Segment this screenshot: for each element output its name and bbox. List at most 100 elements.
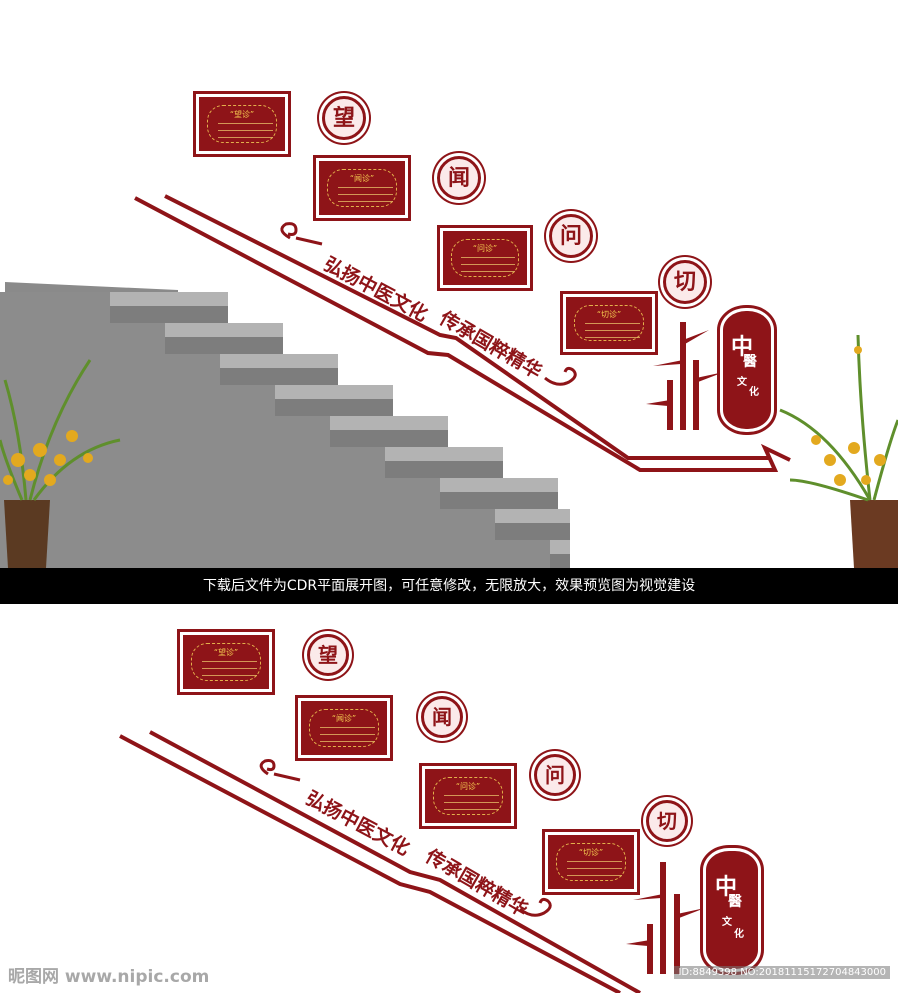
panel-title: “问诊”: [472, 244, 498, 253]
stair-riser: [165, 337, 283, 354]
handrail: [134, 194, 791, 472]
panel-wen-listen: “闻诊”: [313, 155, 411, 221]
emblem-big-char: 中: [731, 334, 754, 360]
emblem-char-2: 醫: [728, 894, 742, 910]
stair-tread: [110, 292, 228, 306]
stair-riser: [550, 554, 570, 570]
stair-riser: [385, 461, 503, 478]
flat-panel-qie: “切诊”: [542, 829, 640, 895]
stair-side: [0, 323, 165, 354]
stair-side: [0, 540, 550, 570]
stair-riser: [220, 368, 338, 385]
emblem-small-1: 文: [722, 917, 732, 928]
stair-side: [0, 354, 220, 385]
medal-wen-ask: 问: [549, 214, 593, 258]
flat-medal-wen-ask: 问: [534, 754, 576, 796]
stair-riser: [440, 492, 558, 509]
preview-scene: “望诊” “闻诊” “问诊” “切诊” 望 闻 问 切 弘扬中医文化 传承国粹精…: [0, 91, 898, 604]
tcm-emblem: 中 醫 文 化: [717, 305, 777, 435]
watermark-site: 昵图网 www.nipic.com: [8, 967, 210, 987]
stair-side: [0, 478, 440, 509]
stair-tread: [165, 323, 283, 337]
stair-side: [0, 509, 495, 540]
stair-riser: [110, 306, 228, 323]
text-line: [584, 330, 640, 331]
stair-side: [0, 385, 275, 416]
text-line: [337, 201, 393, 202]
plant-left: [0, 359, 121, 602]
panel-border: [191, 643, 261, 681]
text-line: [337, 187, 393, 188]
panel-border: [556, 843, 626, 881]
stair-side: [0, 416, 330, 447]
panel-border: [433, 777, 503, 815]
stair-riser: [330, 430, 448, 447]
panel-border: [207, 105, 277, 143]
text-line: [217, 123, 273, 124]
flat-medal-wen-listen: 闻: [421, 696, 463, 738]
stair-riser: [495, 523, 570, 540]
text-line: [337, 194, 393, 195]
emblem-small-1: 文: [737, 377, 747, 388]
medal-wen-listen: 闻: [437, 156, 481, 200]
stair-tread: [440, 478, 558, 492]
text-line: [319, 727, 375, 728]
flat-lines: [119, 730, 705, 993]
flat-medal-qie: 切: [646, 800, 688, 842]
text-line: [566, 861, 622, 862]
watermark-id: ID:8849398 NO:20181115172704843000: [674, 966, 890, 979]
flat-panel-wen-ask: “问诊”: [419, 763, 517, 829]
flat-artwork: “望诊” “闻诊” “问诊” “切诊” 望 闻 问 切 弘扬中医文化 传承国粹精…: [0, 604, 898, 993]
panel-wang: “望诊”: [193, 91, 291, 157]
text-line: [461, 271, 516, 272]
plant-right: [779, 334, 898, 602]
emblem-small-2: 化: [734, 929, 744, 940]
stair-tread: [550, 540, 570, 554]
flat-medal-wang: 望: [307, 634, 349, 676]
text-line: [566, 875, 622, 876]
panel-title: “望诊”: [229, 110, 255, 119]
stair-tread: [385, 447, 503, 461]
emblem-big-char: 中: [715, 874, 738, 900]
stair-tread: [275, 385, 393, 399]
stair-tread: [330, 416, 448, 430]
text-line: [201, 675, 257, 676]
stair-tread: [220, 354, 338, 368]
text-line: [217, 130, 273, 131]
text-line: [217, 137, 273, 138]
flat-tcm-emblem: 中 醫 文 化: [700, 845, 764, 975]
text-line: [319, 734, 375, 735]
emblem-small-2: 化: [749, 387, 759, 398]
staircase: [0, 282, 570, 570]
panel-title: “切诊”: [596, 310, 622, 319]
stair-side: [0, 292, 110, 323]
emblem-char-2: 醫: [743, 354, 757, 370]
panel-title: “望诊”: [213, 648, 239, 657]
panel-border: [309, 709, 379, 747]
panel-border: [327, 169, 397, 207]
panel-border: [451, 239, 519, 277]
text-line: [201, 668, 257, 669]
text-line: [201, 661, 257, 662]
panel-border: [574, 305, 644, 341]
flat-panel-wang: “望诊”: [177, 629, 275, 695]
medal-wang: 望: [322, 96, 366, 140]
text-line: [443, 795, 499, 796]
panel-title: “闻诊”: [331, 714, 357, 723]
panel-title: “问诊”: [455, 782, 481, 791]
panel-title: “闻诊”: [349, 174, 375, 183]
panel-qie: “切诊”: [560, 291, 658, 355]
caption-bar: 下载后文件为CDR平面展开图，可任意修改，无限放大，效果预览图为视觉建设: [0, 568, 898, 604]
text-line: [461, 264, 516, 265]
stair-tread: [495, 509, 570, 523]
panel-title: “切诊”: [578, 848, 604, 857]
medal-qie: 切: [663, 260, 707, 304]
panel-wen-ask: “问诊”: [437, 225, 533, 291]
flat-panel-wen-listen: “闻诊”: [295, 695, 393, 761]
text-line: [443, 802, 499, 803]
text-line: [566, 868, 622, 869]
text-line: [461, 257, 516, 258]
text-line: [584, 337, 640, 338]
text-line: [443, 809, 499, 810]
stair-riser: [275, 399, 393, 416]
